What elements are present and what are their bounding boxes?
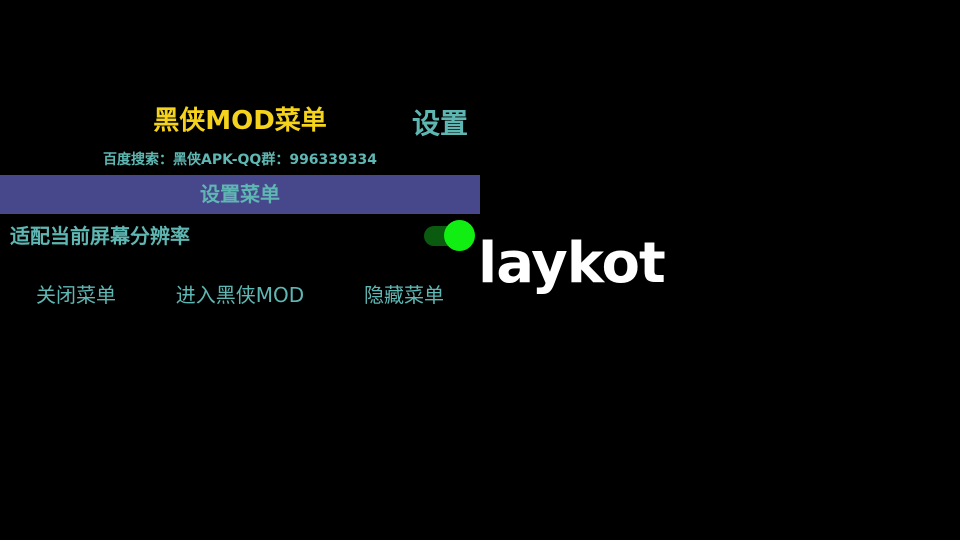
option-row-fit-resolution: 适配当前屏幕分辨率 [0, 216, 480, 256]
settings-menu-label: 设置菜单 [200, 182, 280, 206]
mod-menu-title: 黑侠MOD菜单 [153, 106, 327, 136]
settings-title: 设置 [411, 107, 468, 140]
laykot-logo-watermark: laykot [478, 231, 666, 296]
settings-menu-bar[interactable]: 设置菜单 [0, 175, 480, 214]
action-row: 关闭菜单 进入黑侠MOD 隐藏菜单 [0, 276, 480, 314]
option-label-fit-resolution: 适配当前屏幕分辨率 [10, 224, 190, 248]
hide-menu-button[interactable]: 隐藏菜单 [364, 283, 444, 307]
close-menu-button[interactable]: 关闭菜单 [36, 283, 116, 307]
toggle-knob [444, 220, 475, 251]
fit-resolution-toggle[interactable] [424, 220, 476, 251]
enter-mod-button[interactable]: 进入黑侠MOD [175, 283, 305, 307]
search-hint-text: 百度搜索：黑侠APK-QQ群：996339334 [102, 152, 377, 168]
